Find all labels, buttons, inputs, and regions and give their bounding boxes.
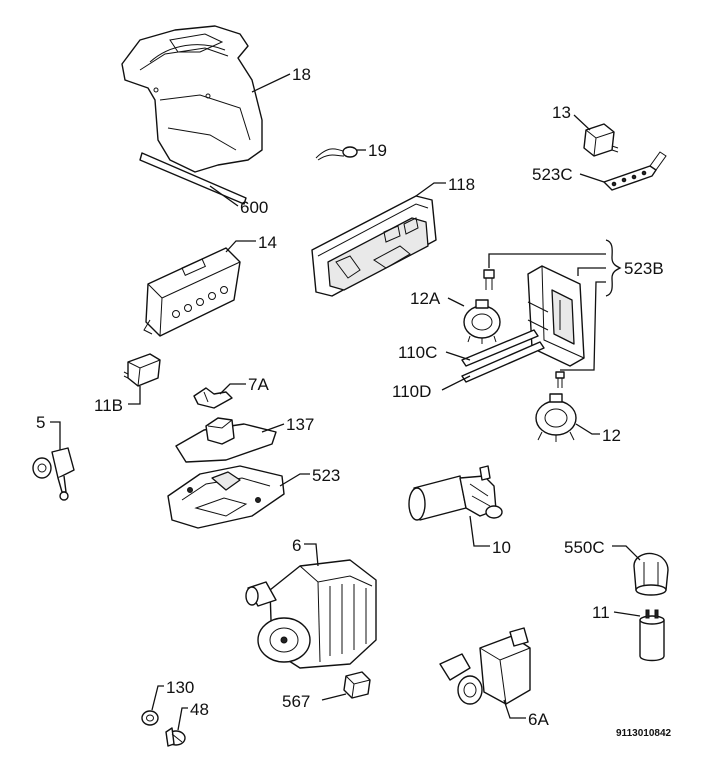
- callout-12: 12: [602, 426, 621, 445]
- callout-12a: 12A: [410, 289, 441, 308]
- callout-18: 18: [292, 65, 311, 84]
- callout-11b: 11B: [94, 396, 123, 415]
- leader-6: [304, 543, 319, 567]
- part-18-dispenser-housing: [121, 25, 263, 173]
- leader-13: [573, 114, 591, 131]
- leader-600: [209, 185, 239, 207]
- part-137-cover: [175, 417, 277, 463]
- leader-567: [321, 693, 347, 701]
- part-523b-screw-lower: [555, 371, 565, 388]
- callout-19: 19: [368, 141, 387, 160]
- callout-600: 600: [240, 198, 268, 217]
- callout-110c: 110C: [398, 343, 437, 362]
- part-19-temperature-sensor: [315, 146, 358, 161]
- part-523c-bracket: [603, 151, 667, 191]
- callout-118: 118: [448, 175, 475, 194]
- callout-6: 6: [292, 536, 301, 555]
- part-523b-pressure-switch-bracket: [527, 265, 585, 367]
- part-12a-pressure-switch: [463, 299, 501, 344]
- part-10-heating-element: [408, 465, 503, 521]
- leader-6a: [503, 699, 526, 719]
- leader-7a: [219, 383, 246, 395]
- part-110-tubes: [461, 329, 545, 383]
- part-550c-capacitor-cap: [633, 552, 669, 596]
- part-567-filter-block: [343, 671, 371, 699]
- callout-130: 130: [166, 678, 194, 697]
- leader-523b-upper: [488, 253, 606, 268]
- callout-6a: 6A: [528, 710, 549, 729]
- part-5-inlet-valve: [32, 447, 75, 501]
- part-7a-clip: [193, 387, 233, 409]
- leader-48: [177, 707, 188, 731]
- callout-137: 137: [286, 415, 314, 434]
- callout-13: 13: [552, 103, 571, 122]
- leader-12a: [447, 297, 465, 307]
- part-600-dispenser-seal: [139, 152, 247, 205]
- callout-110d: 110D: [392, 382, 431, 401]
- leader-130: [151, 685, 164, 711]
- leader-14: [225, 240, 256, 253]
- leader-12: [575, 423, 600, 435]
- callout-5: 5: [36, 413, 45, 432]
- leader-550c: [612, 545, 641, 561]
- part-14-electronic-module: [143, 247, 241, 337]
- leader-523: [279, 473, 310, 487]
- drawing-reference-number: 9113010842: [616, 728, 672, 739]
- callout-48: 48: [190, 700, 209, 719]
- callout-10: 10: [492, 538, 511, 557]
- callout-11: 11: [592, 603, 610, 622]
- leader-5: [50, 421, 61, 450]
- callout-14: 14: [258, 233, 277, 252]
- part-6a-drain-pump: [439, 627, 531, 705]
- callout-523b: 523B: [624, 259, 664, 278]
- part-11-capacitor: [639, 609, 665, 662]
- part-118-control-panel: [311, 195, 437, 297]
- callout-550c: 550C: [564, 538, 605, 557]
- callout-7a: 7A: [248, 375, 269, 394]
- callout-523c: 523C: [532, 165, 573, 184]
- leader-18: [251, 73, 291, 93]
- part-523b-screw-upper: [483, 269, 495, 290]
- part-6-circulation-pump: [245, 559, 377, 669]
- leader-11: [613, 611, 641, 617]
- leader-110c: [445, 351, 471, 361]
- leader-523b-lower: [560, 281, 606, 371]
- part-11b-relay: [123, 353, 161, 387]
- leader-11b: [128, 386, 141, 405]
- part-13-switch: [583, 123, 619, 157]
- part-130-nut: [141, 710, 159, 726]
- callout-523: 523: [312, 466, 340, 485]
- callout-567: 567: [282, 692, 310, 711]
- leader-118: [415, 182, 446, 197]
- leader-523c: [579, 173, 605, 183]
- leader-523b-middle: [577, 267, 606, 276]
- part-12-pressure-switch: [535, 393, 577, 442]
- leader-110d: [441, 375, 471, 391]
- leader-10: [469, 515, 490, 547]
- leader-137: [261, 423, 285, 433]
- part-523-sump-base: [167, 465, 285, 529]
- brace-523b: [605, 239, 622, 297]
- part-48-screw: [165, 727, 186, 747]
